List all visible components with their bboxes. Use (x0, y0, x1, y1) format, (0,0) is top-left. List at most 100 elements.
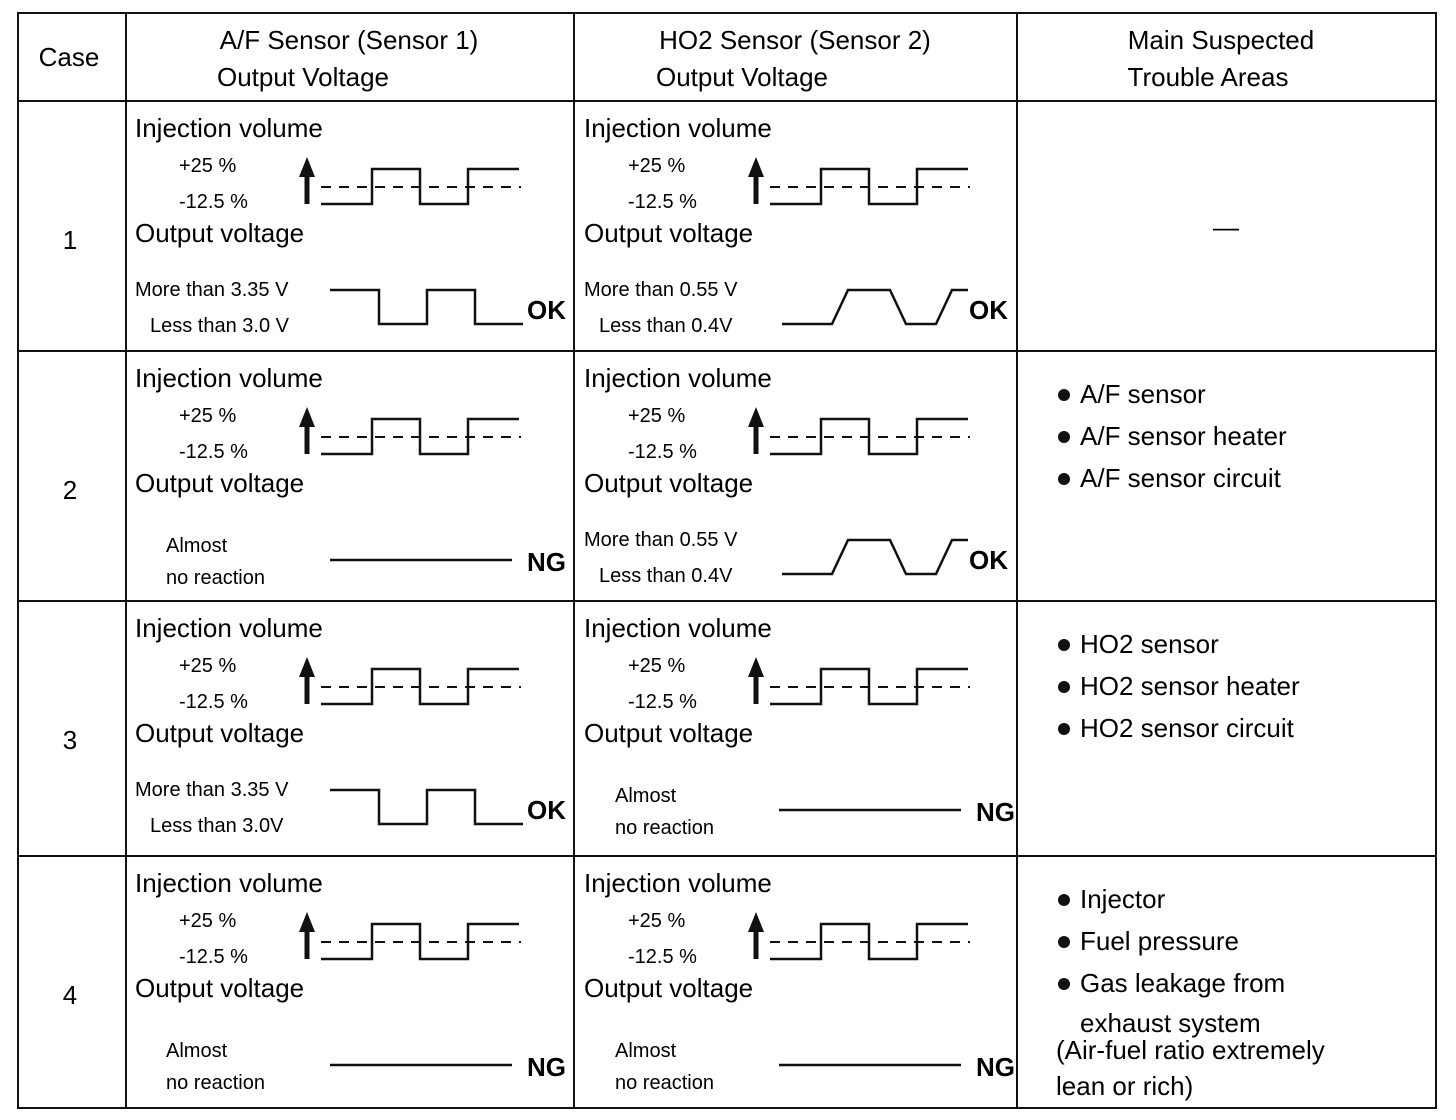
minus-12-5-label: -12.5 % (628, 441, 697, 463)
output-voltage-label: Output voltage (135, 718, 304, 748)
low-voltage-label: Less than 0.4V (599, 315, 733, 337)
header-ho2-sensor: HO2 Sensor (Sensor 2) (659, 25, 931, 55)
almost-label: Almost (166, 1040, 228, 1062)
high-voltage-label: More than 0.55 V (584, 279, 738, 301)
header-ho2-output: Output Voltage (656, 62, 828, 92)
high-voltage-label: More than 3.35 V (135, 279, 289, 301)
injection-waveform (299, 912, 521, 961)
low-voltage-label: Less than 3.0V (150, 815, 284, 837)
output-voltage-label: Output voltage (584, 718, 753, 748)
up-arrow-icon (299, 912, 315, 932)
plus-25-label: +25 % (628, 655, 685, 677)
ho2-sensor-cell: Injection volume+25 %-12.5 %Output volta… (584, 363, 1008, 587)
bullet-icon (1058, 639, 1070, 651)
output-waveform (782, 288, 968, 326)
plus-25-label: +25 % (628, 155, 685, 177)
injection-waveform (299, 157, 521, 206)
up-arrow-icon (748, 912, 764, 932)
plus-25-label: +25 % (179, 405, 236, 427)
output-voltage-label: Output voltage (135, 468, 304, 498)
plus-25-label: +25 % (179, 910, 236, 932)
injection-waveform (299, 657, 521, 706)
case-number: 2 (63, 475, 77, 505)
result-ng-label: NG (976, 797, 1015, 827)
result-ng-label: NG (976, 1052, 1015, 1082)
trouble-area-item: A/F sensor circuit (1080, 463, 1282, 493)
result-ok-label: OK (969, 295, 1008, 325)
header-areas-line1: Main Suspected (1128, 25, 1314, 55)
up-arrow-icon (299, 657, 315, 677)
ho2-sensor-cell: Injection volume+25 %-12.5 %Output volta… (584, 868, 1015, 1094)
af-sensor-cell: Injection volume+25 %-12.5 %Output volta… (135, 363, 566, 589)
bullet-icon (1058, 723, 1070, 735)
injection-volume-label: Injection volume (584, 613, 772, 643)
plus-25-label: +25 % (628, 405, 685, 427)
trouble-areas-cell: — (1213, 212, 1239, 242)
minus-12-5-label: -12.5 % (628, 691, 697, 713)
output-waveform (330, 788, 523, 826)
result-ok-label: OK (969, 545, 1008, 575)
plus-25-label: +25 % (179, 155, 236, 177)
case-row: 4 Injection volume +25 % -12.5 % Output volt… (63, 868, 1325, 1101)
up-arrow-icon (748, 157, 764, 177)
bullet-icon (1058, 681, 1070, 693)
no-reaction-label: no reaction (615, 1072, 714, 1094)
result-ok-label: OK (527, 795, 566, 825)
up-arrow-icon (748, 657, 764, 677)
up-arrow-icon (299, 157, 315, 177)
table-border (17, 12, 1437, 1109)
case-row: 3 Injection volume +25 % -12.5 % Output volt… (63, 613, 1300, 839)
almost-label: Almost (166, 535, 228, 557)
almost-label: Almost (615, 1040, 677, 1062)
injection-volume-label: Injection volume (135, 113, 323, 143)
case-number: 4 (63, 980, 77, 1010)
bullet-icon (1058, 431, 1070, 443)
plus-25-label: +25 % (628, 910, 685, 932)
trouble-area-item: HO2 sensor heater (1080, 671, 1300, 701)
injection-volume-label: Injection volume (584, 113, 772, 143)
af-sensor-cell: Injection volume+25 %-12.5 %Output volta… (135, 113, 566, 337)
header-af-sensor: A/F Sensor (Sensor 1) (220, 25, 479, 55)
low-voltage-label: Less than 0.4V (599, 565, 733, 587)
af-sensor-cell: Injection volume+25 %-12.5 %Output volta… (135, 613, 566, 837)
high-voltage-label: More than 3.35 V (135, 779, 289, 801)
minus-12-5-label: -12.5 % (179, 946, 248, 968)
trouble-area-item: Injector (1080, 884, 1166, 914)
case-number: 3 (63, 725, 77, 755)
injection-volume-label: Injection volume (584, 868, 772, 898)
up-arrow-icon (299, 407, 315, 427)
output-voltage-label: Output voltage (135, 973, 304, 1003)
trouble-area-item: Fuel pressure (1080, 926, 1239, 956)
result-ok-label: OK (527, 295, 566, 325)
injection-waveform (299, 407, 521, 456)
minus-12-5-label: -12.5 % (179, 441, 248, 463)
injection-waveform (748, 157, 970, 206)
no-trouble-dash: — (1213, 212, 1239, 242)
high-voltage-label: More than 0.55 V (584, 529, 738, 551)
af-sensor-cell: Injection volume +25 % -12.5 % Output volta… (135, 868, 566, 1094)
bullet-icon (1058, 978, 1070, 990)
trouble-area-item: HO2 sensor (1080, 629, 1219, 659)
output-voltage-label: Output voltage (584, 468, 753, 498)
minus-12-5-label: -12.5 % (628, 191, 697, 213)
low-voltage-label: Less than 3.0 V (150, 315, 290, 337)
injection-waveform (748, 912, 970, 961)
table-grid (17, 12, 1437, 1109)
plus-25-label: +25 % (179, 655, 236, 677)
case-number: 1 (63, 225, 77, 255)
result-ng-label: NG (527, 1052, 566, 1082)
injection-volume-label: Injection volume (135, 868, 323, 898)
injection-waveform (748, 657, 970, 706)
almost-label: Almost (615, 785, 677, 807)
no-reaction-label: no reaction (166, 1072, 265, 1094)
output-waveform (782, 538, 968, 576)
injection-volume-label: Injection volume (135, 613, 323, 643)
bullet-icon (1058, 473, 1070, 485)
